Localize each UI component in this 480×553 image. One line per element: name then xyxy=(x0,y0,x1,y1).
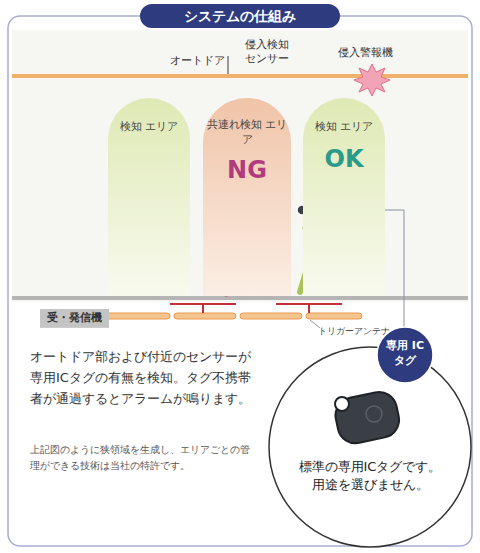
ic-tag-image xyxy=(332,389,402,447)
scene-ground xyxy=(12,30,468,302)
transceiver-box: 受・発信機 xyxy=(40,309,109,328)
detection-area: 検知 エリア OK xyxy=(303,98,385,296)
node-text: 専用 ICタグ xyxy=(383,339,427,369)
area-shape xyxy=(108,98,190,296)
frame xyxy=(8,16,472,546)
door-sensor-line xyxy=(227,56,229,76)
part-name: トリガーアンテナ xyxy=(318,326,390,338)
ceiling xyxy=(12,74,468,78)
status-mark: OK xyxy=(303,143,385,175)
node-text: 検知 エリア xyxy=(108,120,190,135)
area-shape xyxy=(203,98,291,296)
alarm-icon xyxy=(354,64,390,96)
tailgate-detection-area: 共連れ検知 エリア NG xyxy=(203,98,291,296)
box-shape xyxy=(40,309,109,328)
node-text: 検知 エリア xyxy=(303,120,385,135)
tag-callout-circle: 標準の専用ICタグです。 用途を選びません。 xyxy=(268,346,472,548)
status-mark: NG xyxy=(203,154,291,186)
part-name: 侵入検知 センサー xyxy=(245,38,295,67)
floor xyxy=(12,296,468,300)
tag-callout-circle-outline xyxy=(268,346,472,548)
node-text: 受・発信機 xyxy=(47,311,102,326)
node-text: 標準の専用ICタグです。 用途を選びません。 xyxy=(295,458,445,493)
part-name: 侵入警報機 xyxy=(338,46,393,60)
detection-area: 検知 エリア xyxy=(108,98,190,296)
patent-note: 上記図のように狭領域を生成し、エリアごとの管理ができる技術は当社の特許です。 xyxy=(30,442,255,473)
description-note: オートドア部および付近のセンサーが専用ICタグの有無を検知。タグ不携帯者が通過す… xyxy=(30,347,262,409)
title-tab xyxy=(140,4,340,28)
circle-shape xyxy=(269,347,471,547)
node-text: 共連れ検知 エリア xyxy=(203,118,291,148)
title: システムの仕組み xyxy=(140,4,340,28)
trigger-antenna xyxy=(98,304,362,328)
part-name: オートドア xyxy=(170,54,225,68)
area-shape xyxy=(303,98,385,296)
